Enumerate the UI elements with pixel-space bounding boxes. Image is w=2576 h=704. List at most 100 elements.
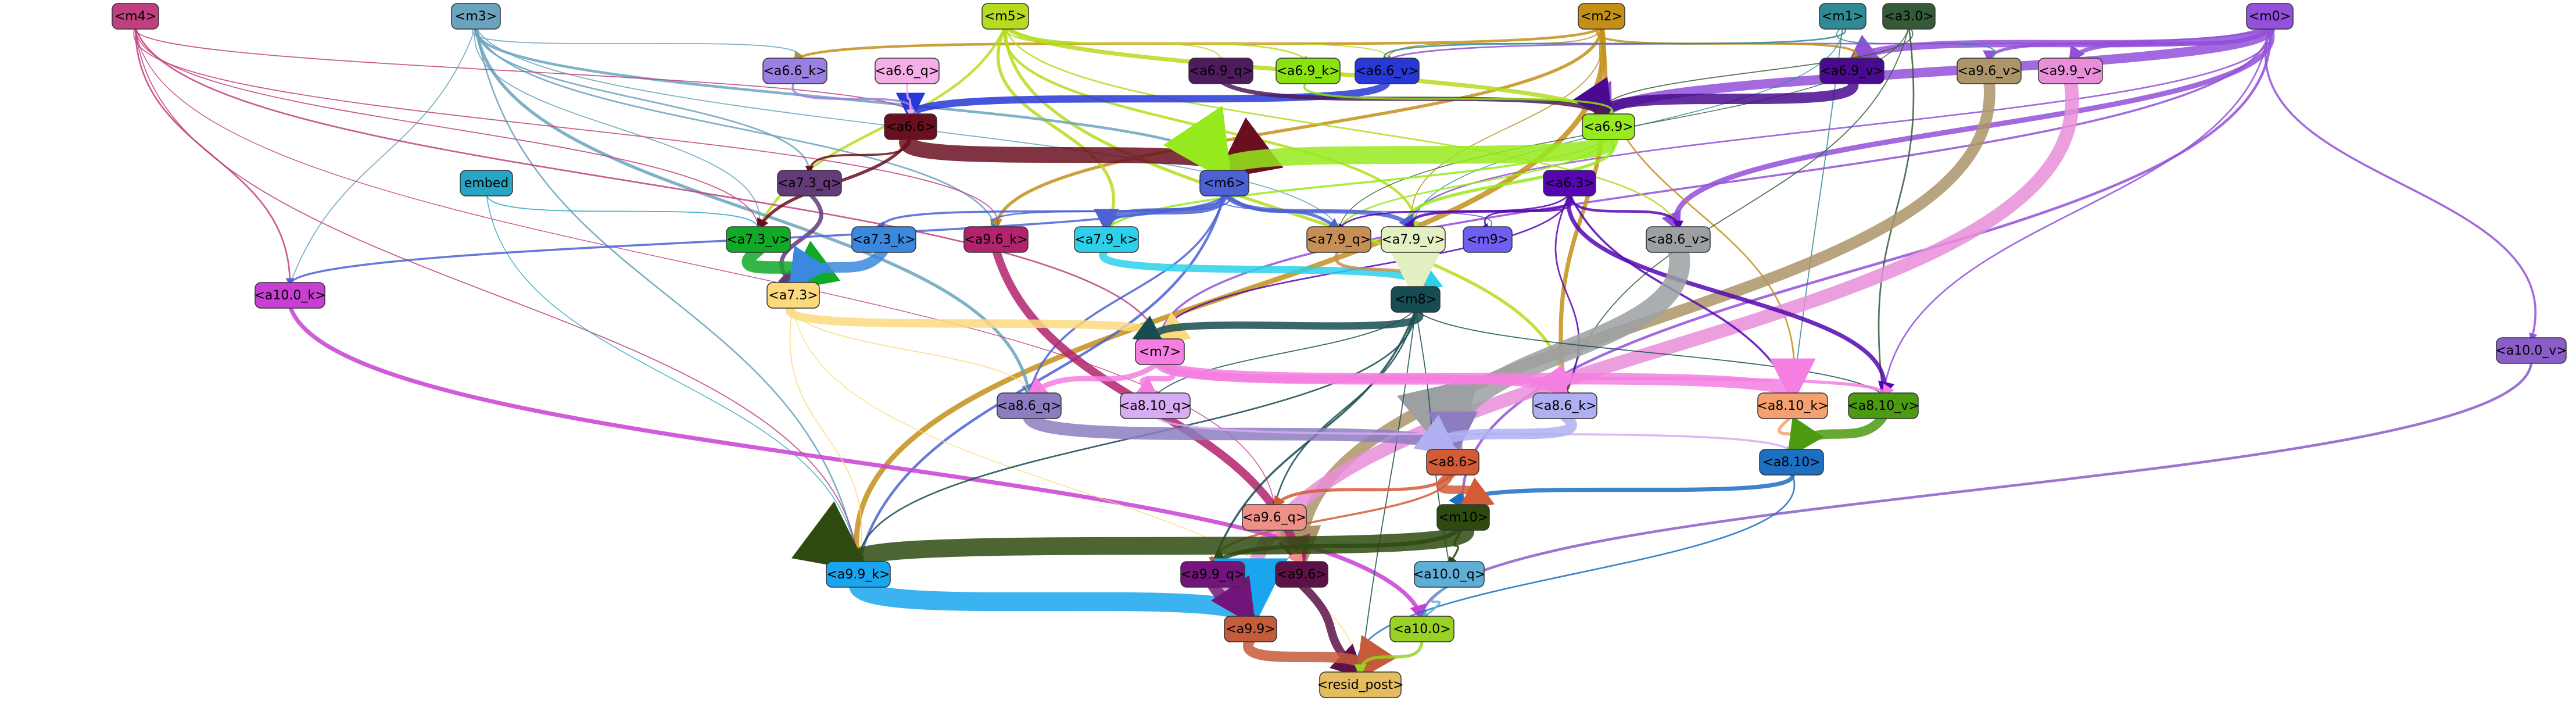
node-a10-0_k[interactable]: <a10.0_k>	[254, 282, 326, 309]
edge-embed-to-a9.9_k	[486, 193, 860, 565]
node-a6-9_v[interactable]: <a6.9_v>	[1819, 58, 1884, 84]
node-a7-3_v[interactable]: <a7.3_v>	[726, 226, 791, 253]
node-label: <a9.9_q>	[1181, 567, 1245, 582]
node-a8-10_k[interactable]: <a8.10_k>	[1757, 392, 1829, 419]
edge-layer	[133, 22, 2538, 682]
edge-m4-to-a7.3_v	[135, 26, 761, 230]
node-box	[1848, 392, 1919, 419]
edge-a6.6-to-a7.3_q	[805, 136, 912, 174]
node-m6[interactable]: <m6>	[1199, 170, 1249, 196]
edge-a10.0-to-resid_post	[1354, 638, 1424, 677]
edge-m0-to-a8.10_v	[1880, 26, 2271, 397]
node-box	[766, 282, 820, 309]
node-label: <a8.6_k>	[1533, 399, 1596, 413]
edge-a6.6_v-to-a6.6	[896, 77, 1391, 123]
node-a9-6_k[interactable]: <a9.6_k>	[963, 226, 1029, 253]
node-m1[interactable]: <m1>	[1819, 3, 1866, 30]
node-a9-9[interactable]: <a9.9>	[1224, 616, 1277, 642]
node-a8-6_v[interactable]: <a8.6_v>	[1646, 226, 1711, 253]
node-a7-3_q[interactable]: <a7.3_q>	[777, 170, 842, 196]
edge-a10.0_q-to-a10.0	[1420, 584, 1450, 620]
node-a8-10[interactable]: <a8.10>	[1759, 449, 1824, 476]
node-label: <a7.3>	[768, 288, 818, 303]
node-a6-6[interactable]: <a6.6>	[884, 113, 937, 140]
edge-a6.3-to-a8.10_k	[1568, 192, 1794, 397]
node-a3-0[interactable]: <a3.0>	[1882, 3, 1936, 30]
node-a10-0_q[interactable]: <a10.0_q>	[1413, 561, 1485, 588]
edge-m4-to-a9.9_k	[135, 26, 861, 565]
node-a7-9_k[interactable]: <a7.9_k>	[1074, 226, 1139, 253]
node-box	[1759, 449, 1824, 476]
node-embed[interactable]: embed	[460, 170, 513, 196]
node-a8-6_q[interactable]: <a8.6_q>	[997, 392, 1062, 419]
node-a7-3_k[interactable]: <a7.3_k>	[851, 226, 916, 253]
node-a7-9_q[interactable]: <a7.9_q>	[1306, 226, 1371, 253]
node-box	[1275, 561, 1328, 588]
edge-a8.10-to-m10	[1449, 470, 1795, 510]
node-m7[interactable]: <m7>	[1135, 338, 1185, 365]
node-a6-6_v[interactable]: <a6.6_v>	[1355, 58, 1420, 84]
node-a9-9_v[interactable]: <a9.9_v>	[2038, 58, 2103, 84]
node-m3[interactable]: <m3>	[451, 3, 501, 30]
node-m9[interactable]: <m9>	[1463, 226, 1513, 253]
node-m2[interactable]: <m2>	[1578, 3, 1625, 30]
node-label: <a6.9>	[1583, 120, 1633, 134]
node-a9-6_q[interactable]: <a9.6_q>	[1242, 504, 1307, 531]
node-box	[1882, 3, 1936, 30]
node-m8[interactable]: <m8>	[1391, 286, 1441, 313]
node-box	[1074, 226, 1139, 253]
node-box	[1199, 170, 1249, 196]
node-box	[1319, 671, 1402, 698]
node-box	[1188, 58, 1253, 84]
node-a9-9_q[interactable]: <a9.9_q>	[1180, 561, 1245, 588]
node-a6-6_k[interactable]: <a6.6_k>	[762, 58, 827, 84]
edge-a6.3-to-a8.10_v	[1566, 191, 1895, 399]
node-a6-6_q[interactable]: <a6.6_q>	[875, 58, 940, 84]
node-label: <m3>	[455, 9, 497, 24]
node-a8-10_q[interactable]: <a8.10_q>	[1119, 392, 1191, 419]
node-a8-10_v[interactable]: <a8.10_v>	[1847, 392, 1919, 419]
edge-a8.10_v-to-a8.10	[1786, 411, 1889, 458]
edge-a6.9-to-m6	[1163, 105, 1618, 185]
node-box	[963, 226, 1029, 253]
node-label: <m7>	[1139, 345, 1181, 359]
node-a6-9_q[interactable]: <a6.9_q>	[1188, 58, 1253, 84]
edge-m5-to-a6.9_q	[1005, 26, 1223, 62]
node-a6-3[interactable]: <a6.3>	[1543, 170, 1596, 196]
node-a9-6[interactable]: <a9.6>	[1275, 561, 1328, 588]
edge-a6.9_v-to-a6.9	[1572, 76, 1859, 124]
edge-a8.6_k-to-a8.6	[1413, 411, 1577, 457]
node-m4[interactable]: <m4>	[112, 3, 159, 30]
edge-a10.0_k-to-a10.0	[288, 303, 1427, 622]
node-a9-9_k[interactable]: <a9.9_k>	[826, 561, 891, 588]
edge-m5-to-a7.9_k	[996, 25, 1117, 231]
node-a6-9[interactable]: <a6.9>	[1582, 113, 1635, 140]
node-a7-9_v[interactable]: <a7.9_v>	[1381, 226, 1446, 253]
node-m10[interactable]: <m10>	[1436, 504, 1490, 531]
node-box	[2038, 58, 2103, 84]
node-a6-9_k[interactable]: <a6.9_k>	[1276, 58, 1341, 84]
node-box	[1391, 286, 1441, 313]
node-label: <a9.6_q>	[1242, 510, 1306, 525]
node-box	[884, 113, 937, 140]
node-a10-0_v[interactable]: <a10.0_v>	[2495, 337, 2567, 364]
node-m5[interactable]: <m5>	[981, 3, 1029, 30]
node-m0[interactable]: <m0>	[2246, 3, 2294, 30]
node-a8-6[interactable]: <a8.6>	[1426, 449, 1479, 476]
edge-m3-to-a6.6_k	[472, 26, 799, 61]
edge-m10-to-a9.9_q	[1210, 526, 1466, 566]
node-resid_post[interactable]: <resid_post>	[1317, 671, 1404, 698]
node-a7-3[interactable]: <a7.3>	[766, 282, 820, 309]
edge-m4-to-a9.6_q	[135, 26, 1276, 508]
node-label: <a6.6_k>	[763, 64, 826, 78]
edge-m6-to-m9	[1219, 193, 1493, 230]
edge-m1-to-a9.6_v	[1836, 26, 1996, 61]
edge-m7-to-a8.10_q	[1135, 359, 1176, 398]
node-a8-6_k[interactable]: <a8.6_k>	[1532, 392, 1597, 419]
node-label: <m8>	[1395, 292, 1436, 307]
node-a9-6_v[interactable]: <a9.6_v>	[1957, 58, 2022, 84]
node-a10-0[interactable]: <a10.0>	[1389, 616, 1454, 642]
edge-m0-to-a8.6_v	[1661, 24, 2275, 233]
edge-m6-to-a7.9_q	[1223, 192, 1341, 231]
node-label: <a10.0>	[1393, 622, 1450, 637]
